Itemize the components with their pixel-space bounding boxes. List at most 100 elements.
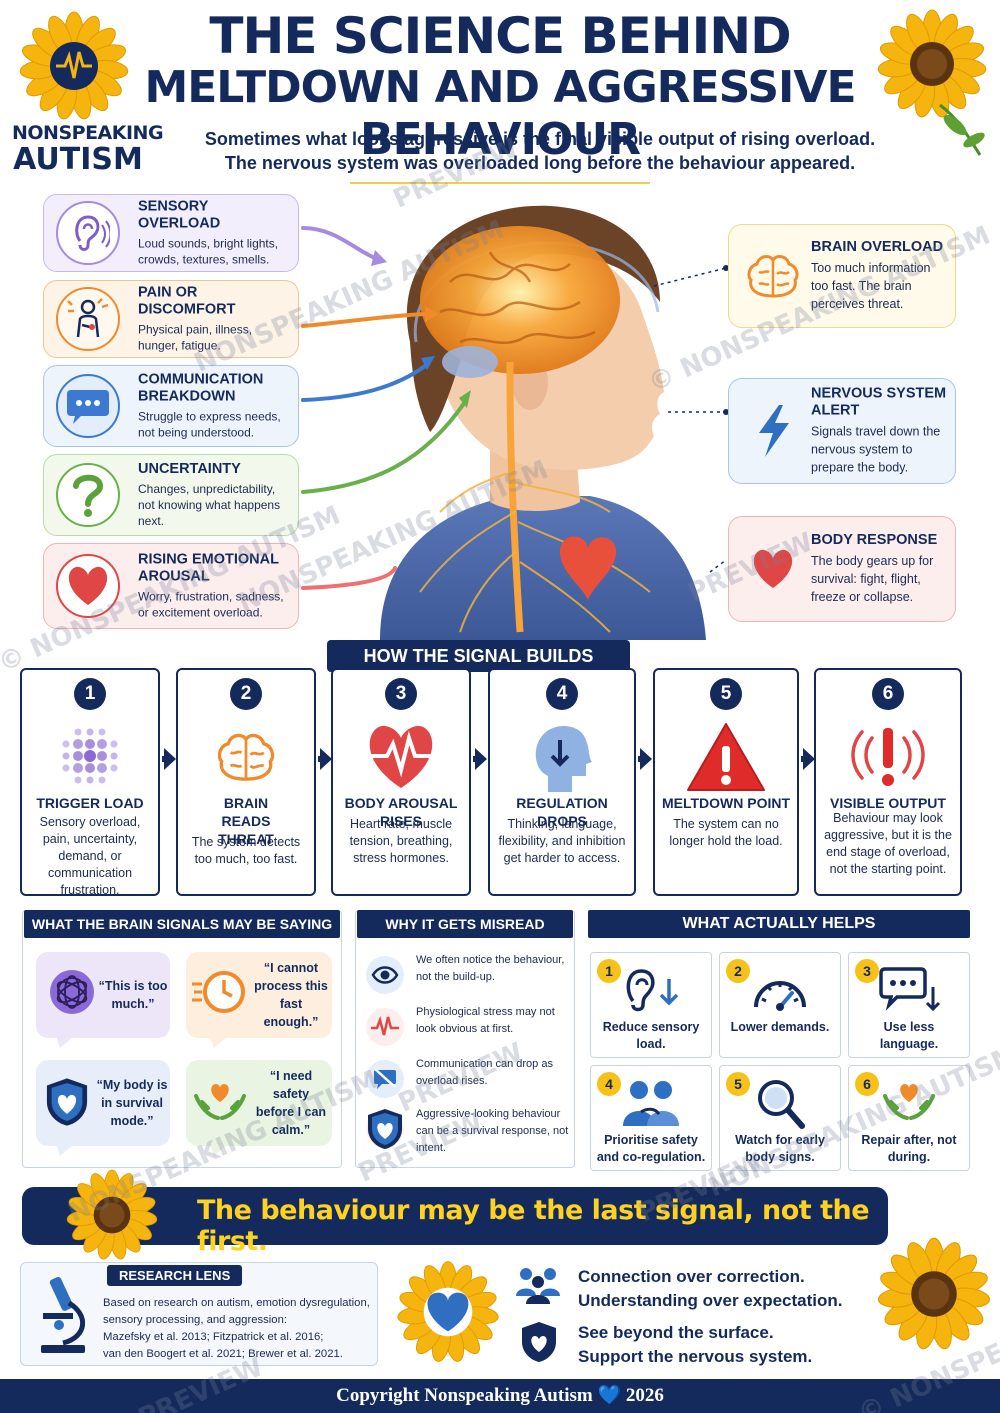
response-desc: Signals travel down the nervous system t… (811, 424, 941, 475)
help-number: 2 (726, 959, 750, 983)
step-title: BRAIN READS THREAT (218, 795, 274, 847)
subtitle-divider (350, 182, 650, 184)
trigger-desc: Physical pain, illness, hunger, fatigue. (138, 322, 253, 353)
response-card-body-response: BODY RESPONSE The body gears up for surv… (728, 516, 956, 622)
head-down-arrow-icon (520, 718, 604, 796)
research-lens-card: RESEARCH LENS Based on research on autis… (20, 1262, 378, 1366)
help-number: 5 (726, 1072, 750, 1096)
signal-step-6: 6 VISIBLE OUTPUT Behaviour may look aggr… (814, 668, 962, 896)
help-number: 4 (597, 1072, 621, 1096)
response-desc: Too much information too fast. The brain… (811, 261, 931, 311)
hands-heart-icon (877, 1076, 941, 1130)
quote-text: “I need safety before I can calm.” (255, 1069, 327, 1137)
heartbeat-heart-icon (359, 718, 443, 796)
step-title: VISIBLE OUTPUT (830, 795, 946, 811)
trigger-title: UNCERTAINTY (138, 461, 241, 477)
step-desc: Heart rate, muscle tension, breathing, s… (349, 817, 453, 865)
muted-speech-icon (366, 1060, 404, 1098)
speech-bubble-icon (56, 374, 120, 438)
step-title: MELTDOWN POINT (661, 795, 791, 811)
help-tip-6: 6 Repair after, not during. (848, 1065, 970, 1171)
step-desc: Thinking, language, flexibility, and inh… (498, 817, 626, 865)
step-desc: Sensory overload, pain, uncertainty, dem… (39, 815, 141, 897)
help-tip-2: 2 Lower demands. (719, 952, 841, 1058)
signal-step-5: 5 MELTDOWN POINT The system can no longe… (653, 668, 799, 896)
help-text: Reduce sensory load. (602, 1020, 700, 1051)
sunflower-heart-icon (396, 1261, 500, 1364)
motto-line: Support the nervous system. (578, 1347, 813, 1366)
misread-heading: WHY IT GETS MISREAD (357, 910, 573, 938)
quote-text: “My body is in survival mode.” (96, 1078, 168, 1128)
response-desc: The body gears up for survival: fight, f… (811, 554, 934, 604)
misread-text: Communication can drop as overload rises… (416, 1058, 553, 1087)
trigger-title: SENSORY OVERLOAD (138, 198, 221, 232)
alarm-signal-icon (846, 718, 930, 796)
misread-text: We often notice the behaviour, not the b… (416, 954, 565, 983)
warning-triangle-icon (684, 718, 768, 796)
help-number: 6 (855, 1072, 879, 1096)
subtitle-line1: Sometimes what looks aggressive is the f… (204, 129, 876, 149)
signal-step-1: 1 TRIGGER LOAD Sensory overload, pain, u… (20, 668, 160, 897)
help-tip-5: 5 Watch for early body signs. (719, 1065, 841, 1171)
brain-icon (204, 718, 288, 796)
tagline-text: The behaviour may be the last signal, no… (197, 1195, 870, 1257)
brain-signal-quote: “My body is in survival mode.” (36, 1060, 170, 1156)
child-nervous-system-illustration (380, 205, 706, 640)
brain-signals-heading: WHAT THE BRAIN SIGNALS MAY BE SAYING (24, 910, 340, 938)
research-line: Based on research on autism, emotion dys… (103, 1297, 370, 1309)
subtitle-line2: The nervous system was overloaded long b… (224, 153, 856, 173)
trigger-title: COMMUNICATION BREAKDOWN (138, 371, 264, 405)
ear-down-icon (619, 963, 683, 1017)
heart-icon (56, 554, 120, 618)
help-text: Prioritise safety and co-regulation. (596, 1133, 706, 1164)
response-title: BRAIN OVERLOAD (811, 239, 944, 255)
microscope-icon (41, 1276, 86, 1353)
misread-item: Physiological stress may not look obviou… (360, 1004, 570, 1052)
help-number: 1 (597, 959, 621, 983)
misread-text: Physiological stress may not look obviou… (416, 1006, 555, 1035)
gauge-icon (748, 963, 812, 1017)
shield-heart-icon (44, 1076, 90, 1133)
help-tip-1: 1 Reduce sensory load. (590, 952, 712, 1058)
trigger-title: RISING EMOTIONAL AROUSAL (138, 551, 279, 585)
help-text: Use less language. (879, 1020, 939, 1051)
trigger-card-rising-emotional-arousal: RISING EMOTIONAL AROUSAL Worry, frustrat… (43, 543, 299, 629)
sunflower-leaves-icon (939, 103, 985, 156)
research-line: van den Boogert et al. 2021; Brewer et a… (103, 1348, 343, 1360)
research-lens-body: Based on research on autism, emotion dys… (103, 1295, 373, 1363)
ear-icon (56, 201, 120, 265)
brain-icon (741, 244, 805, 308)
step-number: 5 (710, 678, 742, 710)
shield-heart-icon (522, 1322, 556, 1362)
copyright-footer: Copyright Nonspeaking Autism 💙 2026 (0, 1379, 1000, 1413)
motto-line: See beyond the surface. (578, 1323, 774, 1342)
helps-heading: WHAT ACTUALLY HELPS (588, 910, 970, 938)
brand-logo: NONSPEAKING AUTISM (12, 122, 164, 177)
trigger-card-uncertainty: UNCERTAINTY Changes, unpredictability, n… (43, 454, 299, 536)
eye-icon (366, 956, 404, 994)
brand-line2: AUTISM (13, 142, 143, 177)
page-title-line1: THE SCIENCE BEHIND (209, 7, 791, 65)
step-number: 4 (546, 678, 578, 710)
motto-line: Connection over correction. (578, 1267, 805, 1286)
heartbeat-icon (366, 1008, 404, 1046)
page-title-line2: MELTDOWN AND AGGRESSIVE BEHAVIOUR (144, 62, 856, 165)
trigger-desc: Loud sounds, bright lights, crowds, text… (138, 236, 279, 267)
shield-heart-icon (366, 1109, 404, 1149)
step-desc: The system detects too much, too fast. (191, 835, 301, 866)
question-mark-icon (56, 463, 120, 527)
lightning-icon (741, 399, 805, 463)
brain-signal-quote: “I cannot process this fast enough.” (186, 952, 332, 1048)
trigger-card-sensory-overload: SENSORY OVERLOAD Loud sounds, bright lig… (43, 194, 299, 272)
sunflower-icon (66, 1169, 158, 1261)
signal-step-3: 3 BODY AROUSAL RISES Heart rate, muscle … (331, 668, 471, 896)
tagline-banner: The behaviour may be the last signal, no… (22, 1169, 888, 1261)
signal-section-heading: HOW THE SIGNAL BUILDS (327, 640, 630, 672)
quote-text: “This is too much.” (98, 979, 168, 1011)
quote-text: “I cannot process this fast enough.” (254, 961, 328, 1029)
response-title: BODY RESPONSE (811, 532, 938, 548)
brain-signal-quote: “This is too much.” (36, 952, 170, 1048)
heart-icon (741, 537, 805, 601)
trigger-desc: Changes, unpredictability, not knowing w… (138, 482, 281, 528)
response-connectors (653, 265, 729, 573)
